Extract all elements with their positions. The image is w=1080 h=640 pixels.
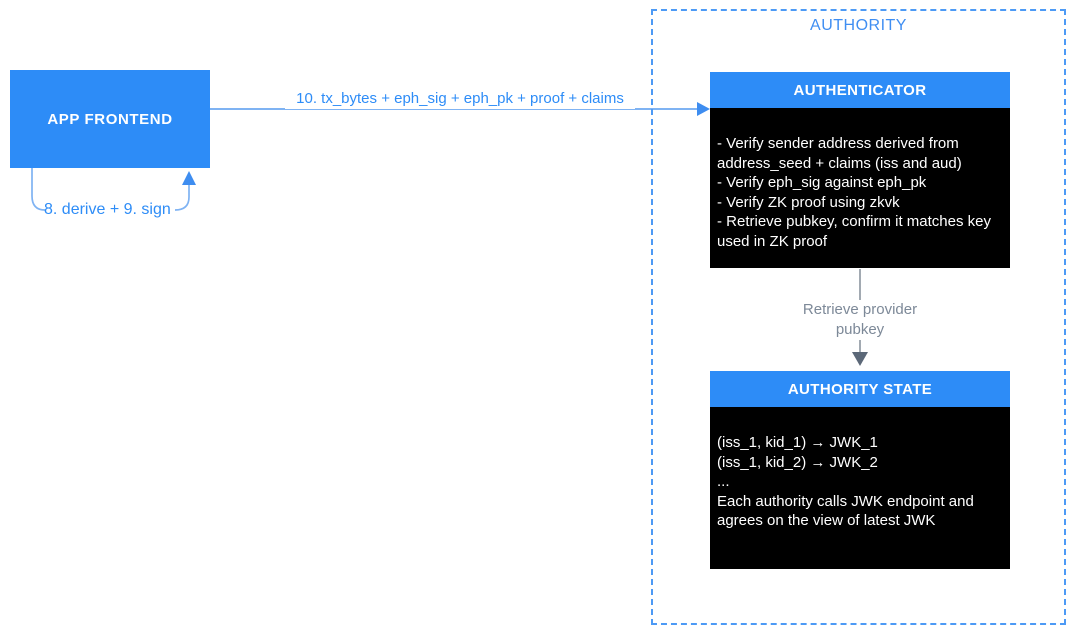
authenticator-bullet: - Verify eph_sig against eph_pk [717, 174, 927, 191]
arrowhead-up-icon [182, 171, 196, 185]
authority-state-header: AUTHORITY STATE [710, 371, 1010, 407]
authority-state-line: (iss_1, kid_2) → JWK_2 [717, 453, 878, 471]
authenticator-node: AUTHENTICATOR - Verify sender address de… [710, 72, 1010, 268]
authority-state-body: (iss_1, kid_1) → JWK_1 (iss_1, kid_2) → … [710, 407, 1010, 569]
authenticator-bullet: - Verify ZK proof using zkvk [717, 193, 900, 211]
authority-group-title: AUTHORITY [810, 17, 907, 34]
authority-group: AUTHORITY [651, 9, 1066, 625]
derive-sign-loop-right-line [174, 185, 190, 211]
tx-bytes-edge-label: 10. tx_bytes + eph_sig + eph_pk + proof … [285, 89, 635, 109]
retrieve-pubkey-edge-label: Retrieve provider pubkey [790, 300, 930, 340]
app-frontend-node: APP FRONTEND [10, 70, 210, 168]
authenticator-bullet: - Verify sender address derived from add… [717, 135, 962, 172]
authority-state-line: (iss_1, kid_1) → JWK_1 [717, 434, 878, 451]
derive-sign-edge-label: 8. derive + 9. sign [44, 201, 171, 218]
authority-state-line: Each authority calls JWK endpoint and ag… [717, 492, 974, 530]
app-frontend-title: APP FRONTEND [47, 110, 173, 128]
authenticator-body: - Verify sender address derived from add… [710, 108, 1010, 268]
authority-state-node: AUTHORITY STATE (iss_1, kid_1) → JWK_1 (… [710, 371, 1010, 569]
authenticator-bullet: - Retrieve pubkey, confirm it matches ke… [717, 213, 991, 250]
authenticator-header: AUTHENTICATOR [710, 72, 1010, 108]
authority-state-line: ... [717, 473, 730, 490]
